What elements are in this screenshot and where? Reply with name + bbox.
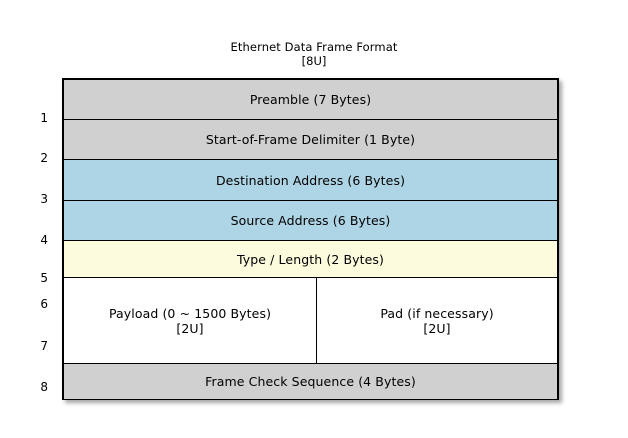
title-block: Ethernet Data Frame Format [8U]	[0, 40, 628, 68]
row-number-3: 3	[40, 192, 48, 206]
frame-field-label: Start-of-Frame Delimiter (1 Byte)	[205, 132, 416, 147]
frame-field-label: Pad (if necessary)	[380, 305, 494, 321]
page-title: Ethernet Data Frame Format	[230, 40, 398, 54]
frame-field-tag: [2U]	[423, 320, 451, 336]
row-number-8: 8	[40, 380, 48, 394]
row-number-5: 5	[40, 271, 48, 285]
frame-field-pad: Pad (if necessary) [2U]	[317, 278, 557, 363]
frame-field-destination-address: Destination Address (6 Bytes)	[64, 160, 557, 201]
page-subtitle: [8U]	[301, 54, 327, 68]
frame-field-label: Preamble (7 Bytes)	[249, 92, 372, 107]
frame-field-label: Payload (0 ~ 1500 Bytes)	[108, 305, 272, 321]
frame-field-label: Type / Length (2 Bytes)	[236, 251, 384, 267]
frame-field-frame-check-sequence: Frame Check Sequence (4 Bytes)	[64, 364, 557, 399]
frame-field-payload-pad-row: Payload (0 ~ 1500 Bytes) [2U] Pad (if ne…	[64, 278, 557, 364]
frame-field-type-length: Type / Length (2 Bytes)	[64, 241, 557, 278]
row-number-gutter: 1 2 3 4 5 6 7 8	[0, 78, 56, 400]
frame-field-start-of-frame-delimiter: Start-of-Frame Delimiter (1 Byte)	[64, 120, 557, 160]
frame-field-payload: Payload (0 ~ 1500 Bytes) [2U]	[64, 278, 317, 363]
frame-field-source-address: Source Address (6 Bytes)	[64, 201, 557, 241]
frame-field-tag: [2U]	[176, 320, 204, 336]
frame-field-label: Frame Check Sequence (4 Bytes)	[205, 374, 416, 389]
row-number-2: 2	[40, 151, 48, 165]
frame-field-label: Destination Address (6 Bytes)	[215, 172, 406, 188]
frame-field-label: Source Address (6 Bytes)	[230, 213, 391, 228]
frame-field-preamble: Preamble (7 Bytes)	[64, 80, 557, 120]
row-number-1: 1	[40, 111, 48, 125]
row-number-6: 6	[40, 297, 48, 311]
row-number-7: 7	[40, 339, 48, 353]
ethernet-frame-table: Preamble (7 Bytes) Start-of-Frame Delimi…	[62, 78, 559, 400]
row-number-4: 4	[40, 233, 48, 247]
